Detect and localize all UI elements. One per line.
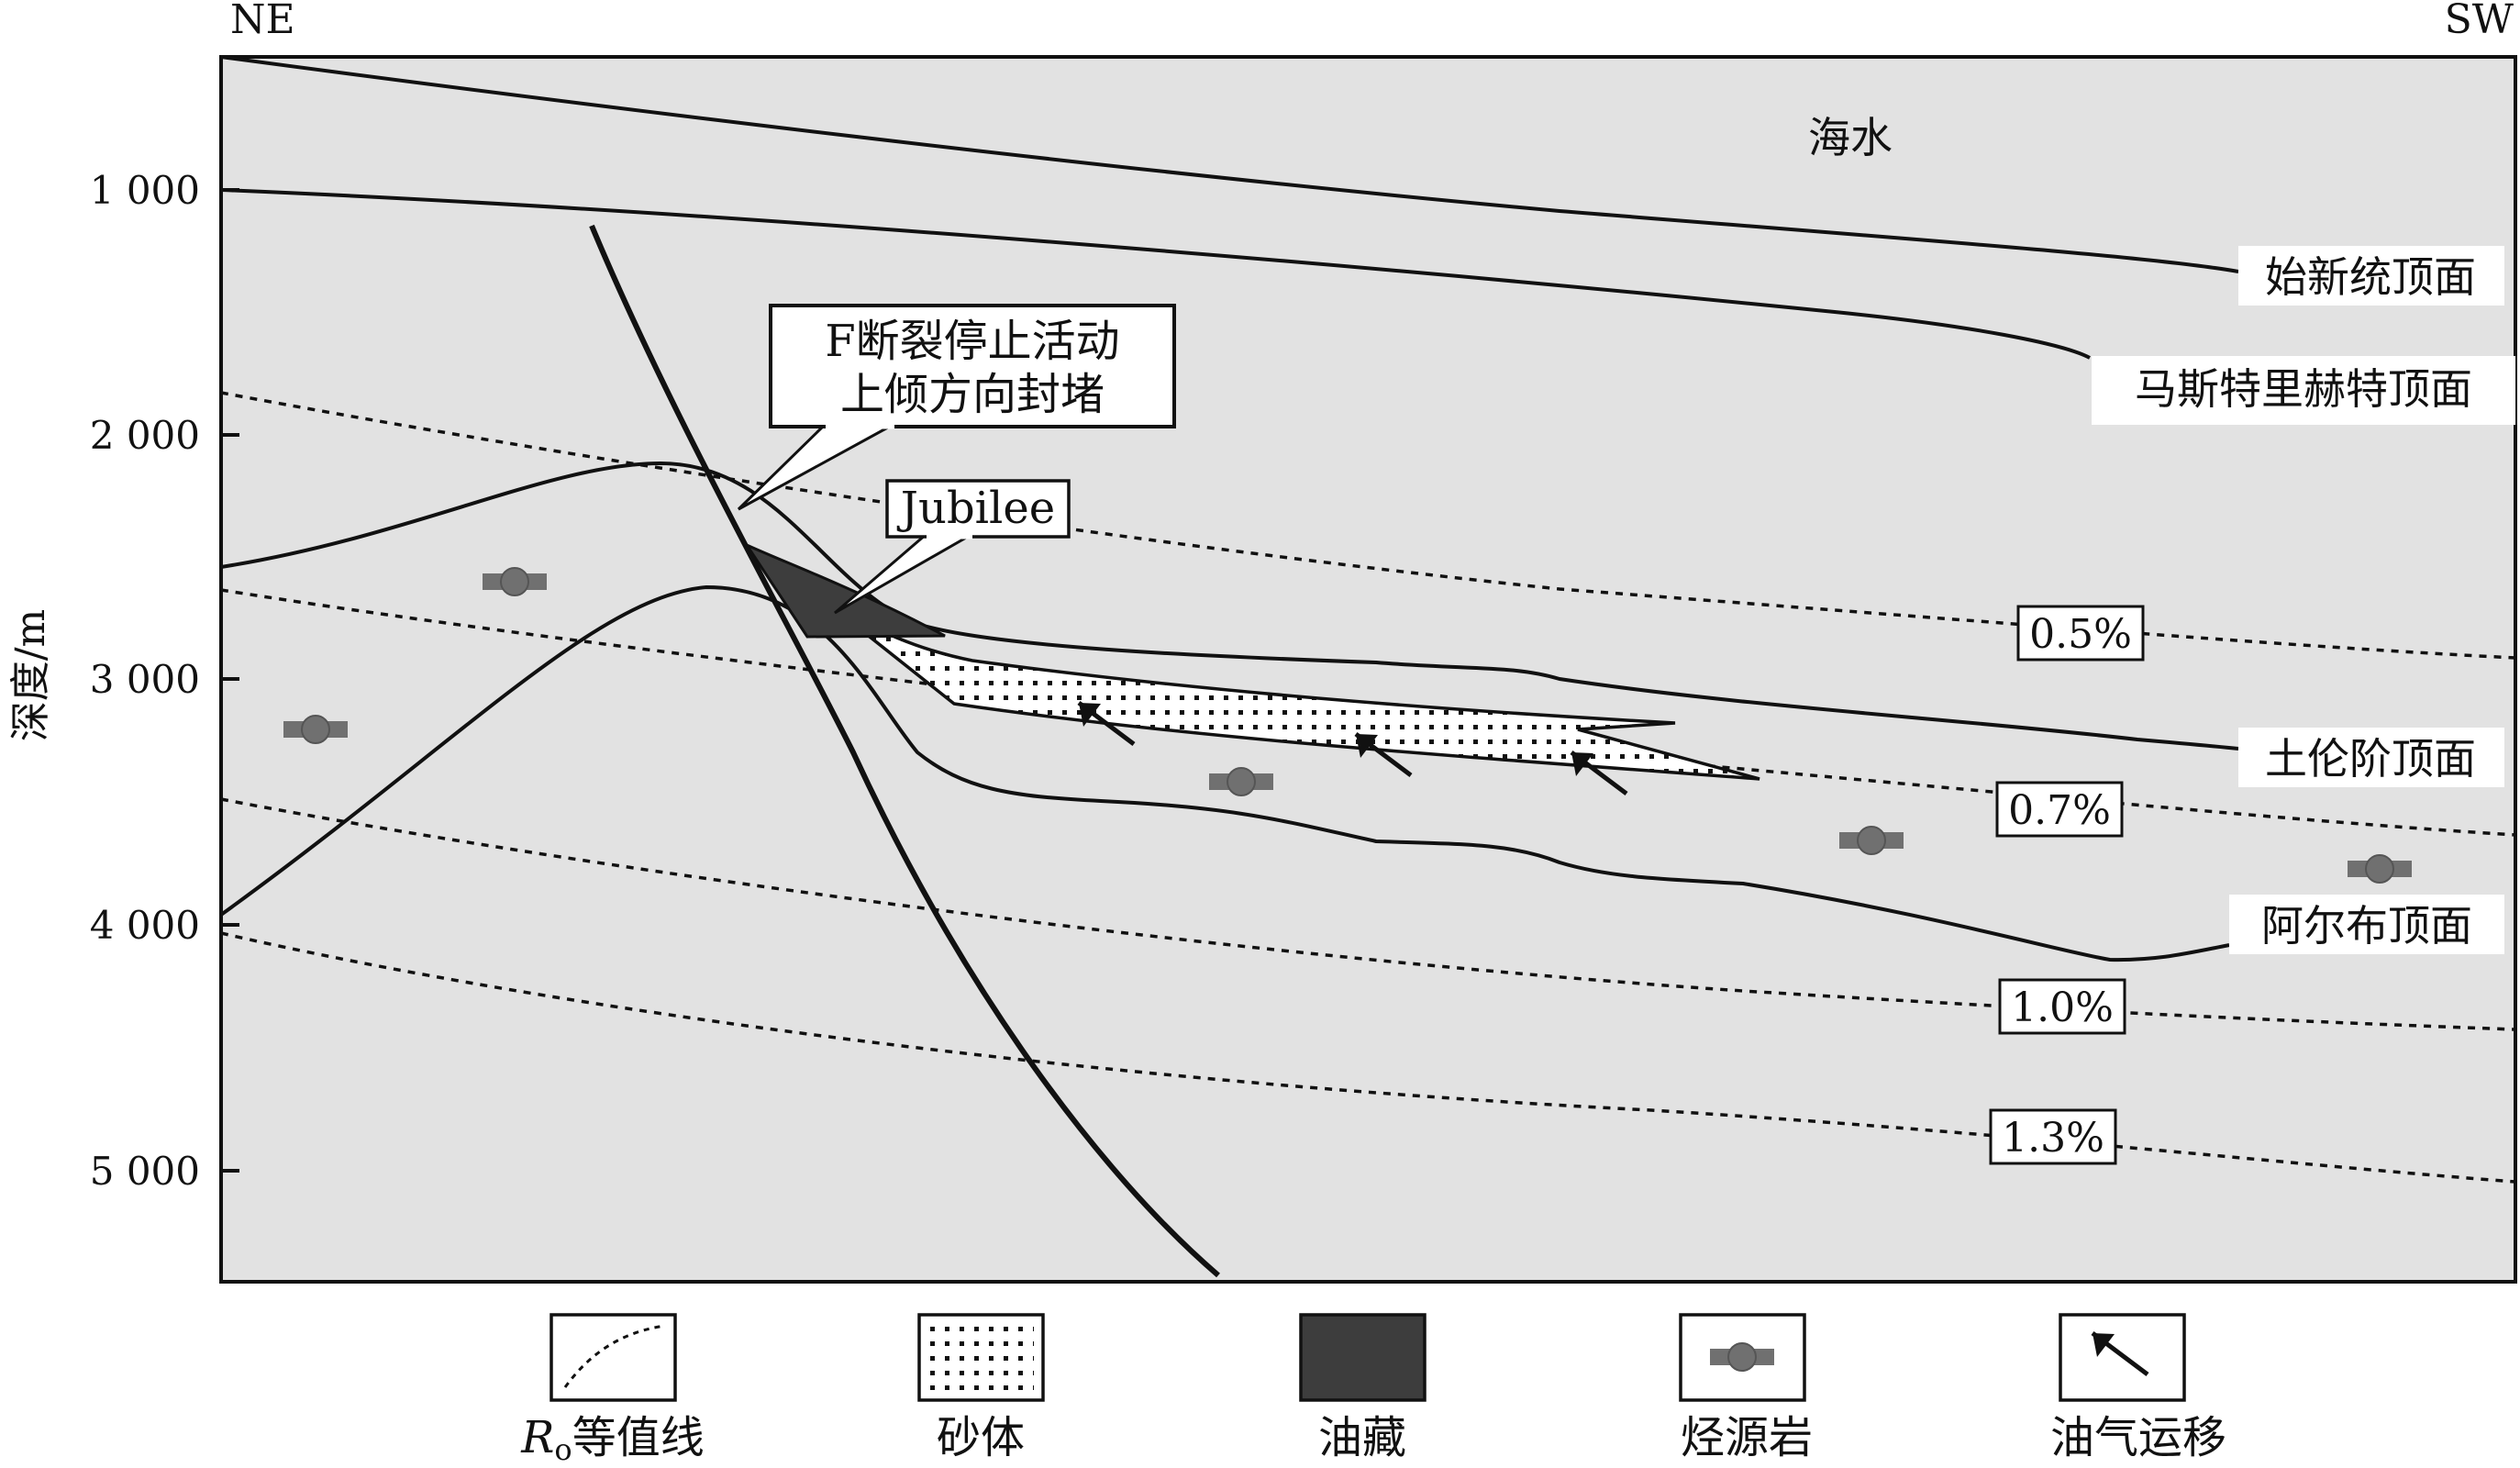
horizon-label-bg bbox=[2238, 246, 2504, 306]
oil-reservoir bbox=[742, 541, 946, 639]
legend-ro-subscript: o bbox=[554, 1432, 572, 1467]
legend-ro-label: Ro等值线 bbox=[520, 1412, 704, 1467]
legend-sand-label: 砂体 bbox=[937, 1412, 1025, 1463]
legend-ro-r: R bbox=[520, 1412, 554, 1463]
y-tick-label: 5 000 bbox=[90, 1149, 200, 1194]
horizon-labels: 始新统顶面 马斯特里赫特顶面 土伦阶顶面 阿尔布顶面 bbox=[2092, 246, 2515, 954]
legend-reservoir-label: 油藏 bbox=[1318, 1412, 1406, 1463]
legend-ro-suffix: 等值线 bbox=[572, 1412, 705, 1463]
y-tick-label: 2 000 bbox=[90, 413, 200, 458]
ro-contour-1-3 bbox=[220, 931, 2516, 1184]
horizon-label-bg bbox=[2092, 356, 2515, 425]
seawater-label: 海水 bbox=[1808, 113, 1893, 162]
ro-label-0-7: 0.7% bbox=[2008, 787, 2111, 834]
maastrichtian-top-line bbox=[220, 188, 2091, 360]
ro-label-1-0: 1.0% bbox=[2011, 984, 2114, 1031]
ro-contour-0-5 bbox=[220, 391, 2516, 660]
y-tick-label: 4 000 bbox=[90, 903, 200, 948]
jubilee-callout-box bbox=[885, 479, 1071, 539]
jubilee-callout: Jubilee bbox=[834, 479, 1071, 615]
horizon-label-bg bbox=[2229, 895, 2504, 954]
ro-value-labels: 0.5% 0.7% 1.0% 1.3% bbox=[1989, 605, 2145, 1165]
albian-top-label: 阿尔布顶面 bbox=[2261, 901, 2472, 951]
turonian-top-label: 土伦阶顶面 bbox=[2265, 734, 2476, 784]
fault-callout-box bbox=[769, 304, 1176, 428]
jubilee-label: Jubilee bbox=[896, 483, 1055, 534]
legend-source-rock-label: 烃源岩 bbox=[1681, 1412, 1813, 1463]
fault-callout-line2: 上倾方向封堵 bbox=[840, 369, 1105, 420]
legend-item-ro: Ro等值线 bbox=[520, 1313, 705, 1467]
plot-area bbox=[219, 55, 2517, 1284]
ro-label-0-5: 0.5% bbox=[2029, 611, 2132, 658]
maastrichtian-top-label: 马斯特里赫特顶面 bbox=[2135, 364, 2472, 414]
y-axis: 1 000 2 000 3 000 4 000 5 000 bbox=[90, 168, 239, 1194]
albian-top-line bbox=[219, 584, 2230, 962]
horizons bbox=[219, 55, 2239, 962]
ro-label-1-3: 1.3% bbox=[2002, 1115, 2104, 1162]
eocene-top-line bbox=[220, 55, 2239, 273]
legend-swatch-ro bbox=[550, 1313, 677, 1402]
y-tick-label: 3 000 bbox=[90, 657, 200, 702]
horizon-label-bg bbox=[2238, 728, 2504, 787]
legend-swatch-reservoir bbox=[1299, 1313, 1427, 1402]
ro-label-box bbox=[2016, 605, 2145, 662]
legend-ro-dashed-curve bbox=[563, 1324, 666, 1388]
eocene-top-label: 始新统顶面 bbox=[2265, 252, 2476, 302]
legend-sand-dots bbox=[928, 1324, 1034, 1391]
ro-label-box bbox=[1995, 781, 2124, 838]
legend-item-reservoir: 油藏 bbox=[1299, 1313, 1427, 1463]
sw-label: SW bbox=[2445, 0, 2514, 43]
ro-contours bbox=[220, 391, 2516, 1184]
fault-f-line bbox=[589, 224, 1220, 1278]
fault-callout: F断裂停止活动 上倾方向封堵 bbox=[737, 304, 1176, 511]
ro-contour-0-7 bbox=[220, 588, 2516, 837]
sand-body-dots bbox=[807, 587, 1760, 779]
ro-label-box bbox=[1989, 1108, 2117, 1165]
y-axis-label: 深度/m bbox=[7, 609, 54, 742]
ne-label: NE bbox=[230, 0, 295, 43]
legend-item-source-rock: 烃源岩 bbox=[1679, 1313, 1813, 1463]
legend-item-sand: 砂体 bbox=[917, 1313, 1045, 1463]
legend: Ro等值线 砂体 油藏 烃源岩 油气运移 bbox=[520, 1313, 2226, 1467]
fault-callout-line1: F断裂停止活动 bbox=[825, 316, 1119, 367]
turonian-top-line bbox=[220, 461, 2239, 751]
legend-migration-label: 油气运移 bbox=[2050, 1412, 2226, 1463]
ro-label-box bbox=[1998, 978, 2126, 1035]
legend-item-migration: 油气运移 bbox=[2050, 1313, 2226, 1463]
y-tick-label: 1 000 bbox=[90, 168, 200, 213]
